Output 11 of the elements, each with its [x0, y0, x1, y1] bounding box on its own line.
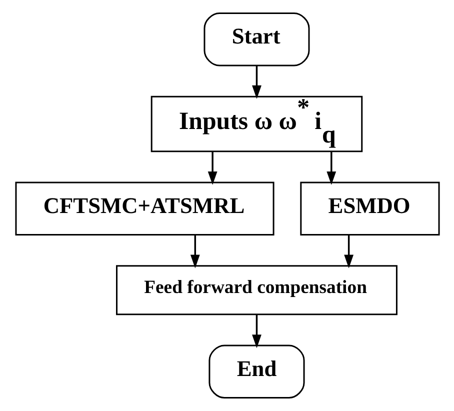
node-box: ESMDO: [300, 182, 440, 236]
arrow: [252, 66, 261, 99]
node-box: End: [208, 344, 304, 398]
node-box: CFTSMC+ATSMRL: [14, 182, 274, 236]
arrow: [207, 152, 217, 185]
arrow: [326, 152, 336, 185]
node-box: Feed forward compensation: [116, 265, 397, 316]
node-box: Start: [203, 12, 310, 66]
arrow: [190, 234, 200, 268]
arrow: [252, 314, 261, 348]
arrow: [344, 234, 354, 268]
